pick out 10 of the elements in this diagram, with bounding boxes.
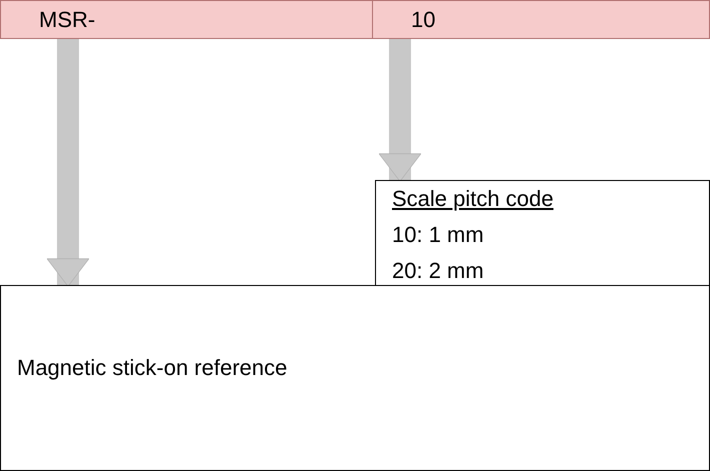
option-text: 20: 2 mm xyxy=(392,257,484,285)
option-text: 10: 1 mm xyxy=(392,221,484,249)
box-heading: Scale pitch code xyxy=(392,185,554,213)
option-box xyxy=(375,180,710,286)
block-arrow xyxy=(378,39,422,182)
description-text: Magnetic stick-on reference xyxy=(17,354,288,382)
code-cell: MSR- xyxy=(0,0,373,39)
description-box xyxy=(0,285,710,471)
code-cell: 10 xyxy=(372,0,710,39)
block-arrow xyxy=(46,39,90,287)
